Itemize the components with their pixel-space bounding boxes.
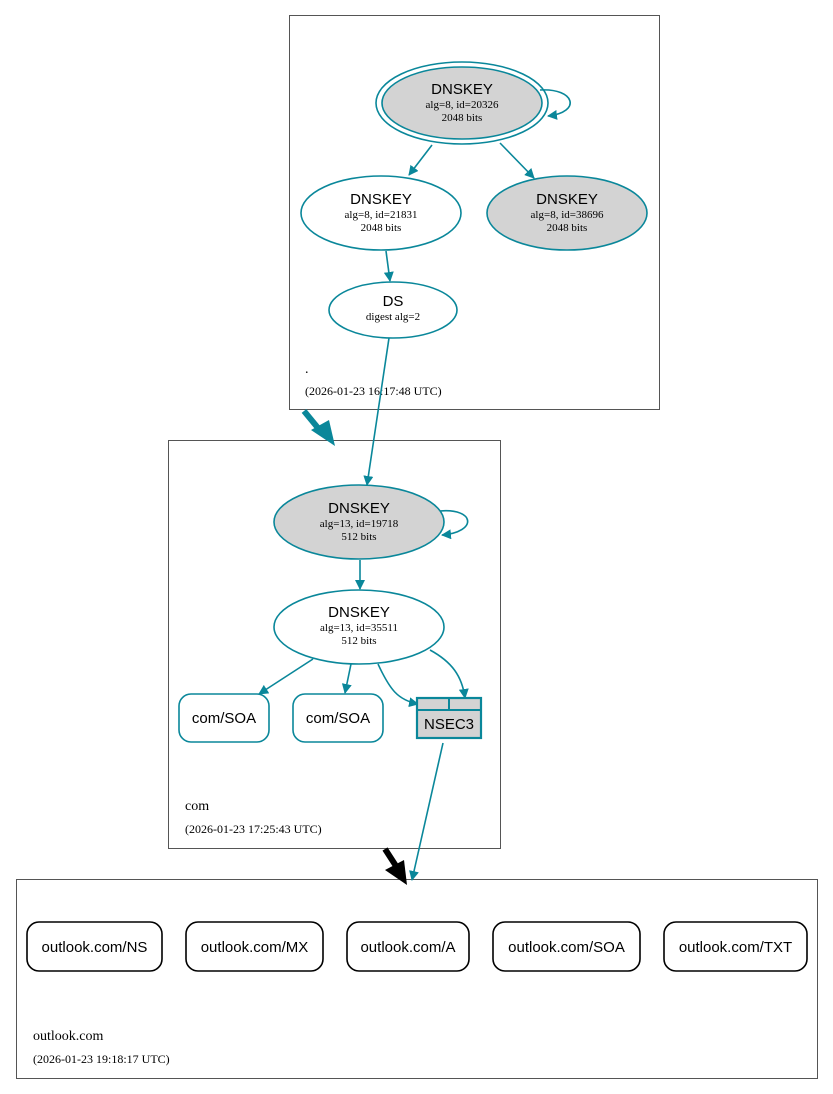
node-outlook-soa-label: outlook.com/SOA xyxy=(508,939,625,956)
edge-root-ksk-self xyxy=(539,89,571,120)
node-root-ksk[interactable]: DNSKEY alg=8, id=20326 2048 bits xyxy=(375,61,549,145)
node-outlook-ns[interactable]: outlook.com/NS xyxy=(26,921,163,972)
node-outlook-mx-label: outlook.com/MX xyxy=(201,939,309,956)
node-com-zsk-line2: 512 bits xyxy=(341,635,376,647)
edge-ds-com-ksk xyxy=(363,337,390,486)
edge-com-ksk-self xyxy=(439,510,469,540)
zone-root: . (2026-01-23 16:17:48 UTC) xyxy=(289,15,660,410)
node-root-zsk1-title: DNSKEY xyxy=(350,191,412,208)
edge-root-zsk1-ds xyxy=(383,250,394,282)
zone-com-name: com xyxy=(185,799,209,814)
edge-com-zsk-nsec3-a xyxy=(377,663,419,708)
node-root-zsk1-line2: 2048 bits xyxy=(361,222,402,234)
node-com-soa-2[interactable]: com/SOA xyxy=(292,693,384,743)
edges xyxy=(258,89,571,881)
node-com-soa-1[interactable]: com/SOA xyxy=(178,693,270,743)
zone-outlook: outlook.com (2026-01-23 19:18:17 UTC) xyxy=(16,879,818,1079)
node-root-zsk2[interactable]: DNSKEY alg=8, id=38696 2048 bits xyxy=(486,175,648,251)
node-root-ksk-line1: alg=8, id=20326 xyxy=(426,99,499,111)
edge-root-ksk-zsk2 xyxy=(499,142,535,179)
node-com-nsec3-label: NSEC3 xyxy=(424,716,474,733)
edge-nsec3-outlook xyxy=(409,742,444,881)
node-com-soa-1-label: com/SOA xyxy=(192,710,256,727)
edge-com-zsk-nsec3-b xyxy=(429,649,469,699)
node-root-ds-line1: digest alg=2 xyxy=(366,311,420,323)
node-com-ksk-line1: alg=13, id=19718 xyxy=(320,518,399,530)
node-com-ksk-title: DNSKEY xyxy=(328,500,390,517)
edge-com-zsk-soa2 xyxy=(341,663,352,694)
node-outlook-txt-label: outlook.com/TXT xyxy=(679,939,792,956)
node-root-zsk1-line1: alg=8, id=21831 xyxy=(345,209,418,221)
node-root-ds[interactable]: DS digest alg=2 xyxy=(328,281,458,339)
node-root-ksk-line2: 2048 bits xyxy=(442,112,483,124)
zone-outlook-timestamp: (2026-01-23 19:18:17 UTC) xyxy=(33,1052,170,1066)
delegation-root-com xyxy=(301,409,335,446)
node-com-zsk-title: DNSKEY xyxy=(328,604,390,621)
node-outlook-a-label: outlook.com/A xyxy=(360,939,455,956)
node-com-zsk[interactable]: DNSKEY alg=13, id=35511 512 bits xyxy=(273,589,445,665)
node-root-zsk2-title: DNSKEY xyxy=(536,191,598,208)
node-com-ksk-line2: 512 bits xyxy=(341,531,376,543)
zone-com-timestamp: (2026-01-23 17:25:43 UTC) xyxy=(185,822,322,836)
node-outlook-ns-label: outlook.com/NS xyxy=(42,939,148,956)
node-com-nsec3[interactable]: NSEC3 xyxy=(415,696,483,740)
node-root-zsk2-line1: alg=8, id=38696 xyxy=(531,209,604,221)
delegation-com-outlook xyxy=(382,847,407,885)
edge-com-zsk-soa1 xyxy=(258,658,314,695)
node-root-ksk-title: DNSKEY xyxy=(431,81,493,98)
zone-root-timestamp: (2026-01-23 16:17:48 UTC) xyxy=(305,384,442,398)
node-root-zsk2-line2: 2048 bits xyxy=(547,222,588,234)
node-com-soa-2-label: com/SOA xyxy=(306,710,370,727)
node-root-zsk1[interactable]: DNSKEY alg=8, id=21831 2048 bits xyxy=(300,175,462,251)
node-com-zsk-line1: alg=13, id=35511 xyxy=(320,622,398,634)
edge-root-ksk-zsk1 xyxy=(408,144,433,176)
node-outlook-mx[interactable]: outlook.com/MX xyxy=(185,921,324,972)
node-com-ksk[interactable]: DNSKEY alg=13, id=19718 512 bits xyxy=(273,484,445,560)
node-outlook-txt[interactable]: outlook.com/TXT xyxy=(663,921,808,972)
zone-root-name: . xyxy=(305,362,309,377)
node-outlook-soa[interactable]: outlook.com/SOA xyxy=(492,921,641,972)
node-outlook-a[interactable]: outlook.com/A xyxy=(346,921,470,972)
zone-com: com (2026-01-23 17:25:43 UTC) xyxy=(168,440,501,849)
node-root-ds-title: DS xyxy=(383,293,404,310)
zone-outlook-name: outlook.com xyxy=(33,1029,103,1044)
